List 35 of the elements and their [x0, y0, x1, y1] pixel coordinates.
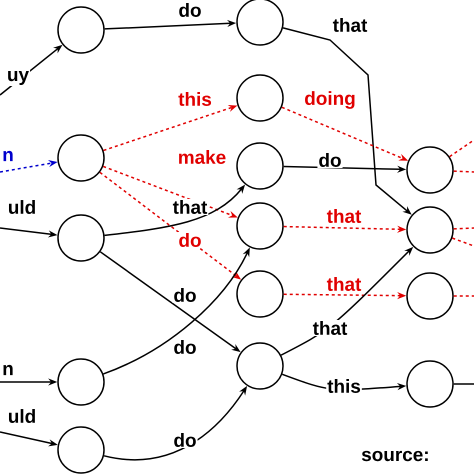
state-circle — [236, 202, 284, 250]
state-circle — [57, 134, 105, 182]
state-circle — [406, 360, 454, 408]
edge-label: uld — [6, 408, 38, 424]
edge-label: that — [332, 17, 368, 33]
edge-label: uld — [6, 199, 38, 215]
edge-label: make — [176, 149, 228, 165]
edge-label: this — [326, 378, 362, 394]
edge-label: do — [172, 432, 198, 448]
state-circle — [236, 342, 284, 390]
edge-label: doing — [303, 90, 357, 110]
source-note: source: — [362, 450, 428, 462]
state-circle — [57, 358, 105, 406]
edge-label: do — [317, 152, 343, 168]
state-circle — [236, 74, 284, 122]
state-circle — [57, 214, 105, 262]
edge-label: do — [172, 339, 198, 355]
edge-label: that — [172, 199, 208, 215]
state-circle — [57, 426, 105, 474]
state-circle — [57, 6, 105, 54]
edge-label: that — [326, 276, 362, 292]
edge-label: n — [1, 150, 15, 162]
edge-label: do — [172, 287, 198, 303]
state-circle — [236, 142, 284, 190]
edge-label: do — [177, 2, 203, 18]
state-circle — [406, 206, 454, 254]
edge-label: do — [177, 232, 203, 248]
state-circle — [236, 270, 284, 318]
state-circle — [406, 272, 454, 320]
edge-label: that — [312, 320, 348, 336]
state-circle — [406, 146, 454, 194]
edge-label: uy — [6, 70, 30, 86]
edge-label: that — [326, 208, 362, 224]
edge-label: n — [1, 364, 15, 376]
edge-label: this — [177, 91, 213, 107]
